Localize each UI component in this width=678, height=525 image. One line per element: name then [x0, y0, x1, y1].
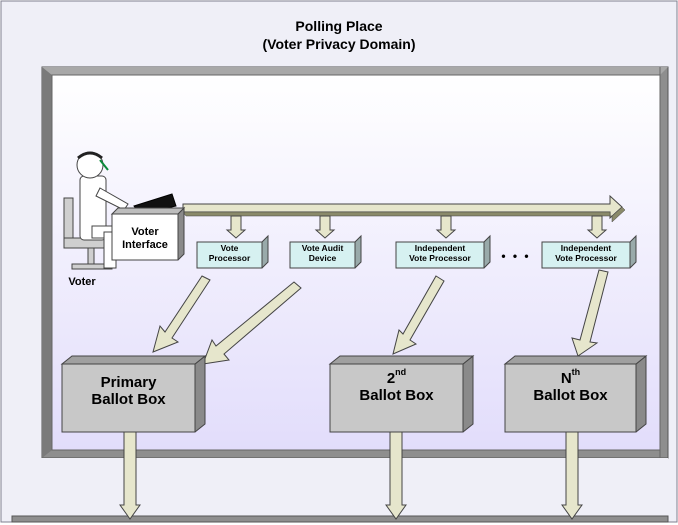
diagram-title: Polling Place [295, 18, 383, 34]
voter-interface-box [110, 193, 186, 261]
nth-ballot-box-label: Nth Ballot Box [505, 367, 636, 405]
vote-processor-line2: Processor [208, 252, 251, 263]
room-wall-left-bevel [42, 67, 52, 458]
feed-arrow-vote-processor [225, 215, 247, 239]
ivp2-line2: Vote Processor [555, 252, 617, 263]
vote-audit-line1: Vote Audit [301, 243, 344, 253]
bottom-ledge-bg [12, 458, 668, 518]
ivp1-line1: Independent [414, 243, 466, 253]
nth-ballot-suffix: th [571, 367, 581, 377]
ellipsis-dots: • • • [501, 249, 531, 263]
nth-ballot-ordinal: N [560, 370, 572, 387]
primary-ballot-line1: Primary [100, 374, 157, 391]
voter-interface-line1: Voter [131, 226, 159, 238]
diagonal-arrow-2 [202, 281, 302, 365]
independent-vote-processor-label-1: Independent Vote Processor [396, 243, 484, 264]
vote-processor-line1: Vote [220, 243, 239, 253]
second-ballot-suffix: nd [395, 367, 407, 377]
vote-processor-box [196, 234, 269, 269]
room-wall-top-bevel [42, 67, 668, 75]
primary-ballot-box-label: Primary Ballot Box [62, 374, 195, 409]
chair-post [87, 247, 95, 267]
second-ballot-box-label: 2nd Ballot Box [330, 367, 463, 405]
diagonal-arrow-4 [571, 269, 609, 357]
output-arrow-primary [119, 431, 141, 520]
voter-label: Voter [68, 276, 96, 288]
ivp1-line2: Vote Processor [409, 252, 471, 263]
processor-feed-arrows [225, 215, 608, 239]
second-ballot-ordinal: 2 [386, 370, 396, 387]
headset-mic [99, 159, 109, 171]
feed-arrow-vote-audit [314, 215, 336, 239]
output-arrow-nth [561, 431, 583, 520]
voter-interface-label: Voter Interface [112, 226, 178, 251]
independent-vote-processor-box-2 [541, 234, 637, 269]
output-arrow-second [385, 431, 407, 520]
floor-bar [11, 515, 669, 523]
diagonal-arrow-1 [152, 275, 211, 353]
vote-audit-device-box [289, 234, 362, 269]
diagonal-arrow-3 [392, 275, 445, 355]
voter-interface-line2: Interface [122, 238, 168, 251]
independent-vote-processor-label-2: Independent Vote Processor [542, 243, 630, 264]
vote-audit-line2: Device [308, 252, 337, 263]
nth-ballot-line2: Ballot Box [533, 387, 608, 405]
feed-arrow-ivp-1 [435, 215, 457, 239]
vote-audit-device-label: Vote Audit Device [290, 243, 355, 264]
primary-ballot-line2: Ballot Box [91, 391, 166, 409]
independent-vote-processor-box-1 [395, 234, 491, 269]
ballot-output-arrows [119, 431, 583, 520]
chair-back [63, 197, 74, 245]
diagram-subtitle: (Voter Privacy Domain) [262, 36, 416, 52]
feed-arrow-ivp-2 [586, 215, 608, 239]
primary-ballot-box [60, 354, 207, 433]
ivp2-line1: Independent [560, 243, 612, 253]
nth-ballot-box [503, 354, 648, 433]
vote-processor-label: Vote Processor [197, 243, 262, 264]
second-ballot-line2: Ballot Box [359, 387, 434, 405]
headset-band [77, 151, 103, 160]
second-ballot-box [328, 354, 475, 433]
